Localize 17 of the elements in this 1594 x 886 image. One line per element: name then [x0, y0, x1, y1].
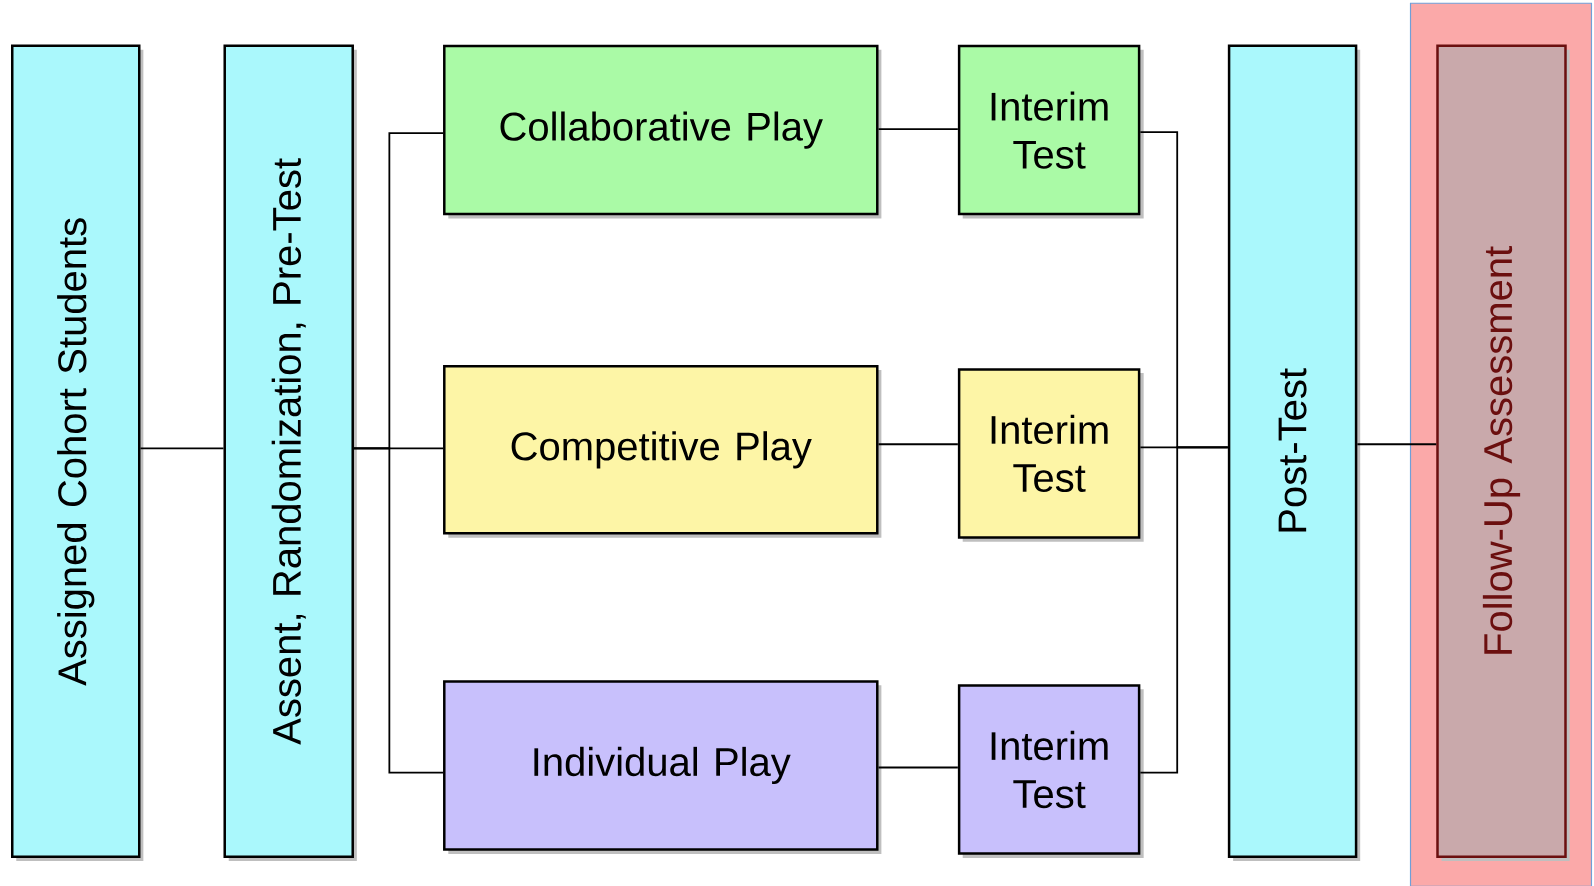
connector-line: [1139, 446, 1229, 774]
stage-column: Post-Test: [1227, 44, 1361, 861]
process-box: Interim Test: [957, 367, 1144, 542]
process-box: Competitive Play: [443, 364, 882, 538]
process-box: Interim Test: [957, 44, 1144, 219]
connector-line: [139, 447, 225, 449]
process-box: Interim Test: [957, 684, 1144, 858]
process-box: Collaborative Play: [443, 44, 882, 219]
stage-column: Follow-Up Assessment: [1436, 44, 1570, 861]
stage-column: Assigned Cohort Students: [11, 44, 144, 861]
process-box: Individual Play: [443, 680, 882, 854]
connector-line: [877, 127, 959, 130]
connector-line: [877, 766, 959, 769]
connector-line: [353, 447, 444, 774]
connector-line: [877, 443, 959, 445]
connector-line: [1356, 443, 1438, 445]
stage-column: Assent, Randomization, Pre-Test: [223, 44, 357, 861]
